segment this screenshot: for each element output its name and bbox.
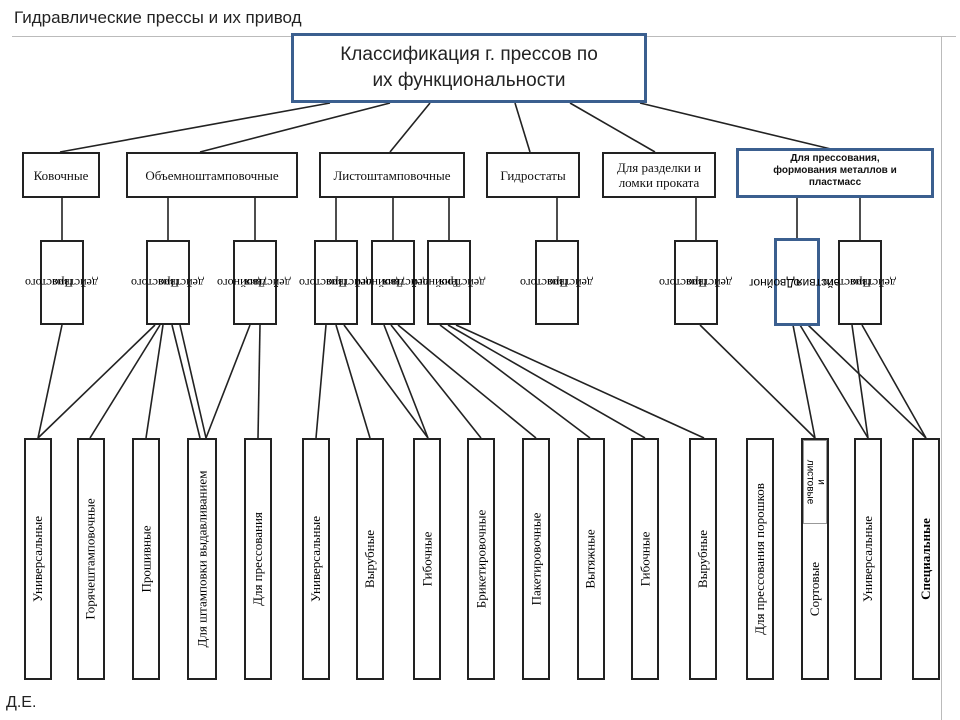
title-line-1: Классификация г. прессов по bbox=[340, 44, 598, 65]
leaf-universal-sheet: Универсальные bbox=[302, 438, 330, 680]
leaf-universal-pressing: Универсальные bbox=[854, 438, 882, 680]
category-label: Для прессования, bbox=[790, 153, 880, 164]
category-label: формования металлов и bbox=[773, 165, 897, 176]
leaf-hot-stamping: Горячештамповочные bbox=[77, 438, 105, 680]
category-forging: Ковочные bbox=[22, 152, 100, 198]
category-sheet-stamping: Листоштамповочные bbox=[319, 152, 465, 198]
leaf-drawing: Вытяжные bbox=[577, 438, 605, 680]
category-label: Гидростаты bbox=[500, 167, 566, 183]
classification-title: Классификация г. прессов по их функциона… bbox=[291, 33, 647, 103]
category-label: Листоштамповочные bbox=[333, 167, 451, 183]
leaf-bending-2: Гибочные bbox=[631, 438, 659, 680]
leaf-powder-pressing: Для прессования порошков bbox=[746, 438, 774, 680]
category-label: пластмасс bbox=[808, 177, 862, 188]
leaf-blanking: Вырубные bbox=[356, 438, 384, 680]
leaf-pressing: Для прессования bbox=[244, 438, 272, 680]
leaf-extrusion: Для штамповки выдавливанием bbox=[187, 438, 217, 680]
leaf-piercing: Прошивные bbox=[132, 438, 160, 680]
category-label: Ковочные bbox=[33, 167, 89, 183]
leaf-special: Специальные bbox=[912, 438, 940, 680]
author-initials: Д.Е. bbox=[6, 694, 37, 711]
right-divider bbox=[941, 36, 942, 720]
leaf-briquetting: Брикетировочные bbox=[467, 438, 495, 680]
category-label: Для разделки и bbox=[616, 160, 702, 175]
leaf-bending: Гибочные bbox=[413, 438, 441, 680]
leaf-universal: Универсальные bbox=[24, 438, 52, 680]
title-line-2: их функциональности bbox=[372, 70, 566, 91]
leaf-baling: Пакетировочные bbox=[522, 438, 550, 680]
slide-header: Гидравлические прессы и их привод bbox=[14, 8, 302, 27]
category-label: ломки проката bbox=[618, 175, 700, 190]
category-label: Объемноштамповочные bbox=[145, 167, 279, 183]
category-volume-stamping: Объемноштамповочные bbox=[126, 152, 298, 198]
category-hydrostats: Гидростаты bbox=[486, 152, 580, 198]
leaf-blanking-2: Вырубные bbox=[689, 438, 717, 680]
